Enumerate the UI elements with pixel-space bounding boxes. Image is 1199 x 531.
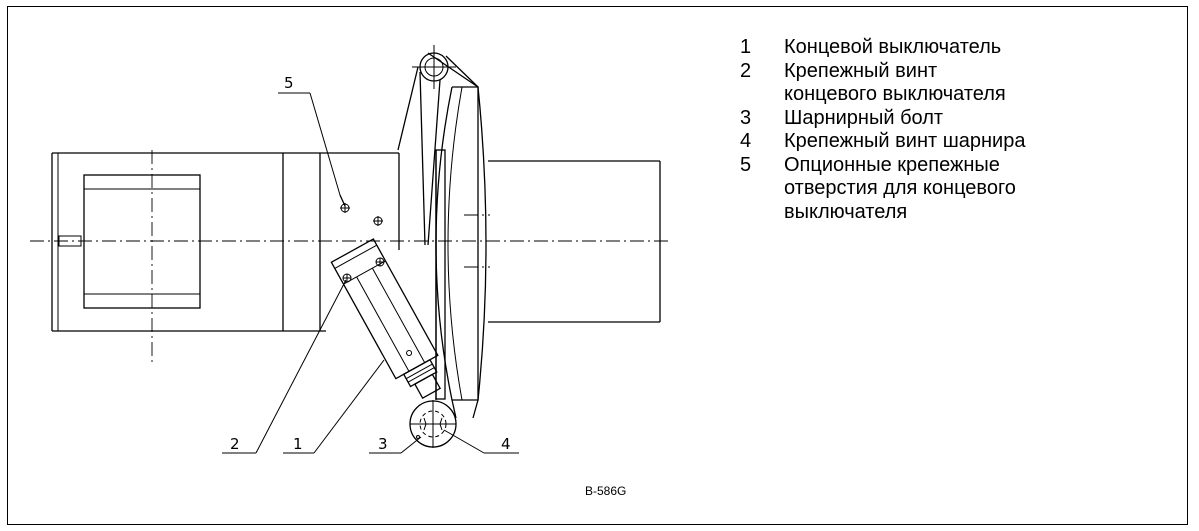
hinged-cover bbox=[435, 86, 490, 419]
callout-3: 3 bbox=[378, 435, 388, 453]
legend-text: Крепежный винт концевого выключателя bbox=[784, 59, 1006, 106]
callout-1: 1 bbox=[293, 435, 303, 453]
callout-4: 4 bbox=[501, 435, 511, 453]
optional-mounting-holes bbox=[339, 194, 383, 226]
switch-mounting-screw bbox=[342, 257, 385, 283]
legend-text: Опционные крепежные отверстия для концев… bbox=[784, 153, 1016, 223]
hinge-eye bbox=[409, 400, 457, 448]
legend-item: 2 Крепежный винт концевого выключателя bbox=[734, 60, 1184, 107]
legend-num: 5 bbox=[740, 153, 752, 176]
legend-num: 1 bbox=[740, 36, 752, 58]
callout-2: 2 bbox=[230, 435, 240, 453]
top-pivot bbox=[397, 45, 479, 246]
legend-num: 3 bbox=[740, 106, 752, 129]
legend-item: 5 Опционные крепежные отверстия для конц… bbox=[734, 154, 1184, 225]
drawing-code: B-586G bbox=[585, 484, 627, 498]
callout-5: 5 bbox=[284, 74, 294, 92]
legend-text: Шарнирный болт bbox=[784, 106, 944, 129]
legend-item: 3 Шарнирный болт bbox=[734, 107, 1184, 131]
drawing-frame bbox=[7, 6, 1188, 525]
right-housing bbox=[488, 160, 661, 323]
legend-item: 1 Концевой выключатель bbox=[734, 36, 1184, 60]
leader-lines bbox=[222, 92, 519, 454]
legend-text: Крепежный винт шарнира bbox=[784, 130, 1026, 152]
legend-num: 4 bbox=[740, 130, 752, 152]
limit-switch-body bbox=[330, 238, 442, 399]
legend-item: 4 Крепежный винт шарнира bbox=[734, 130, 1184, 154]
parts-legend: 1 Концевой выключатель 2 Крепежный винт … bbox=[734, 36, 1184, 224]
left-housing bbox=[51, 152, 399, 332]
legend-text: Концевой выключатель bbox=[784, 36, 1002, 58]
legend-num: 2 bbox=[740, 59, 752, 82]
